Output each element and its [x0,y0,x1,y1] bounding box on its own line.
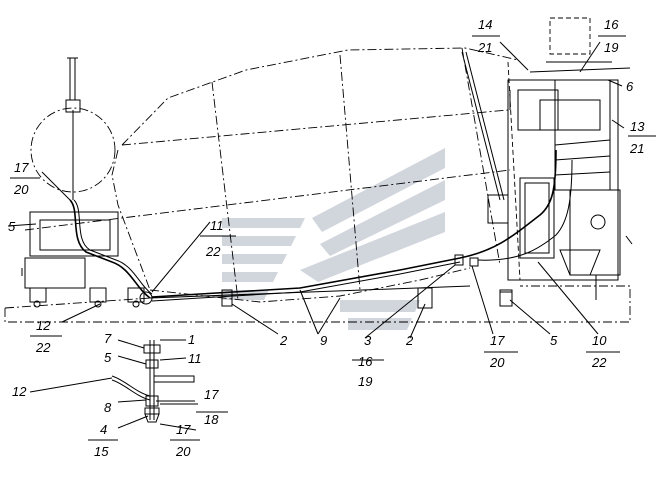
callout-11: 11 [210,218,224,233]
watermark-logo [222,148,445,330]
callout-20-front: 20 [13,182,29,197]
detail-callout-20: 20 [175,444,191,459]
detail-callout-1: 1 [188,332,195,347]
callout-17-bottom: 17 [490,333,505,348]
callout-19: 19 [604,40,618,55]
callout-5-bottom: 5 [550,333,558,348]
callout-3: 3 [364,333,372,348]
detail-callout-11: 11 [188,351,202,366]
callout-20-bottom: 20 [489,355,505,370]
callout-2-left: 2 [279,333,288,348]
callout-16-bottom: 16 [358,354,373,369]
callout-22-top: 22 [205,244,221,259]
detail-callout-17-top: 17 [204,387,219,402]
rear-assembly [499,17,633,307]
callout-19-bottom: 19 [358,374,372,389]
callout-14: 14 [478,17,492,32]
callout-6: 6 [626,79,634,94]
chassis-frame [4,285,631,323]
detail-callout-15: 15 [94,444,109,459]
callout-22-right: 22 [591,355,607,370]
callout-21-right: 21 [629,141,644,156]
leader-lines [7,41,625,431]
detail-callout-18: 18 [204,412,219,427]
detail-callout-4: 4 [100,422,107,437]
callout-underlines [10,35,656,441]
callout-22-left: 22 [35,340,51,355]
callout-labels: 14 21 16 19 6 13 21 17 20 5 11 22 12 22 … [8,17,645,459]
callout-12: 12 [36,318,51,333]
detail-callout-12: 12 [12,384,27,399]
front-assembly [21,199,153,308]
callout-10: 10 [592,333,607,348]
detail-callout-7: 7 [104,331,112,346]
detail-callout-17-bottom: 17 [176,422,191,437]
detail-callout-8: 8 [104,400,112,415]
callout-5-front: 5 [8,219,16,234]
front-column [30,57,116,200]
callout-17-front: 17 [14,160,29,175]
callout-16: 16 [604,17,619,32]
callout-9: 9 [320,333,327,348]
callout-13: 13 [630,119,645,134]
callout-2-right: 2 [405,333,414,348]
detail-view [111,340,195,423]
callout-21: 21 [477,40,492,55]
detail-callout-5: 5 [104,350,112,365]
